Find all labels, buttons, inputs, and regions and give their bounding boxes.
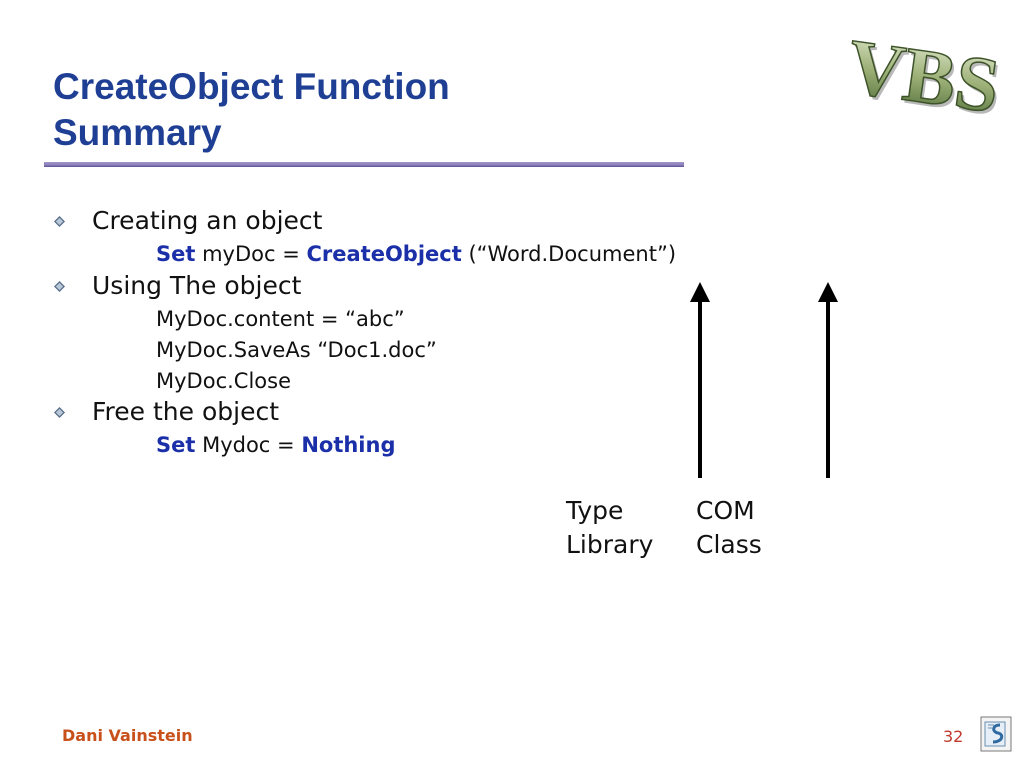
vbs-logo: VBS VBS [842, 22, 1004, 124]
diamond-bullet-icon [54, 215, 65, 227]
label-com: COM [696, 496, 755, 525]
code-line: Set Mydoc = Nothing [156, 431, 395, 459]
code-line: Set myDoc = CreateObject (“Word.Document… [156, 240, 676, 268]
label-class: Class [696, 530, 762, 559]
diamond-bullet-icon [54, 280, 65, 292]
keyword-nothing: Nothing [301, 433, 396, 457]
page-number: 32 [943, 727, 964, 746]
arrow-up-icon [818, 282, 838, 478]
slide-title: CreateObject Function Summary [53, 64, 450, 156]
logo-shadow-text: VBS [845, 25, 1004, 124]
diamond-bullet-icon [54, 406, 65, 418]
arrow-up-icon [690, 282, 710, 478]
title-underline [44, 162, 684, 167]
bullet-text: Free the object [92, 397, 280, 426]
label-library: Library [566, 530, 654, 559]
code-text: (“Word.Document”) [461, 242, 677, 266]
bullet-text: Creating an object [92, 206, 323, 235]
code-line: MyDoc.Close [156, 369, 291, 393]
keyword-set: Set [156, 242, 196, 266]
bullet-item: Free the object [54, 394, 279, 430]
keyword-createobject: CreateObject [306, 242, 462, 266]
code-text: myDoc = [195, 242, 307, 266]
code-line: MyDoc.content = “abc” [156, 307, 405, 331]
script-file-icon [980, 716, 1012, 752]
code-text: Mydoc = [195, 433, 302, 457]
bullet-item: Creating an object [54, 203, 322, 239]
title-line-1: CreateObject Function [53, 66, 450, 107]
title-line-2: Summary [53, 112, 222, 153]
bullet-text: Using The object [92, 271, 302, 300]
bullet-item: Using The object [54, 268, 301, 304]
footer-author: Dani Vainstein [62, 726, 193, 745]
code-line: MyDoc.SaveAs “Doc1.doc” [156, 338, 437, 362]
logo-text: VBS [842, 22, 1004, 124]
label-type: Type [566, 496, 624, 525]
keyword-set: Set [156, 433, 196, 457]
